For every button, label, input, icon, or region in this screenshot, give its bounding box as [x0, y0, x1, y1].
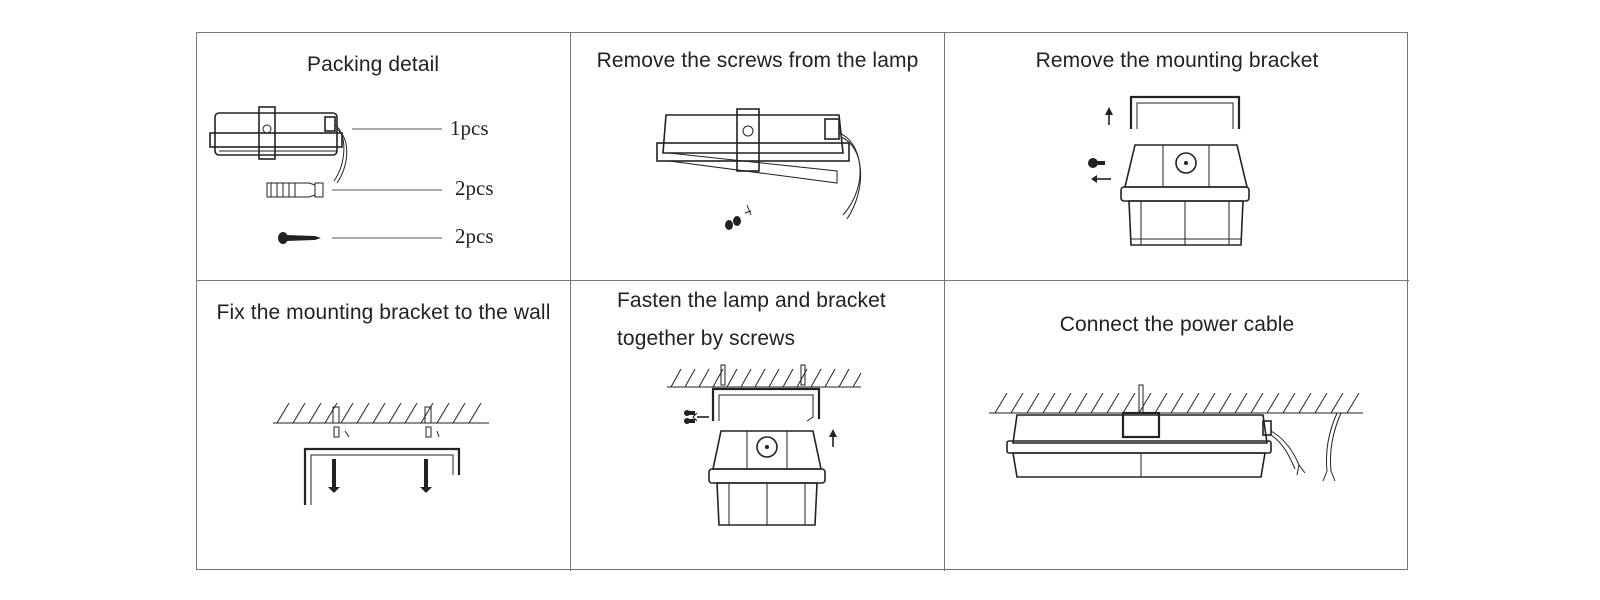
lamp-icon	[209, 106, 348, 184]
screw-icon	[1088, 158, 1105, 168]
connect-cable-illustration	[989, 384, 1363, 482]
screw-icon	[328, 459, 432, 493]
power-cable-icon	[1270, 412, 1342, 482]
fasten-lamp-illustration	[667, 364, 862, 526]
remove-bracket-illustration	[1088, 95, 1250, 246]
bracket-icon	[711, 387, 821, 422]
bracket-icon	[303, 447, 461, 505]
wall-hatch-icon	[667, 368, 862, 388]
bracket-icon	[1129, 95, 1241, 129]
packing-illustration	[209, 106, 442, 244]
lamp-end-icon	[708, 430, 826, 526]
wall-hatch-icon	[273, 402, 489, 424]
panel-title-line2: together by screws	[617, 327, 796, 350]
lamp-icon	[656, 108, 862, 220]
qty-screw: 2pcs	[455, 224, 494, 248]
panel-fasten-lamp: Fasten the lamp and bracket together by …	[571, 281, 945, 571]
anchor-icon	[332, 406, 440, 438]
panel-connect-cable: Connect the power cable	[945, 281, 1409, 571]
screw-icon	[278, 232, 321, 244]
arrow-left-icon	[1091, 175, 1111, 183]
qty-lamp: 1pcs	[450, 116, 489, 140]
remove-screws-illustration	[656, 108, 862, 230]
fix-bracket-illustration	[273, 402, 489, 505]
screws-icon	[725, 204, 752, 230]
panel-title: Packing detail	[307, 53, 440, 76]
panel-title: Remove the screws from the lamp	[596, 49, 919, 72]
instruction-grid: Packing detail	[196, 32, 1409, 571]
panel-title: Remove the mounting bracket	[1035, 49, 1319, 72]
panel-packing-detail: Packing detail	[197, 33, 571, 281]
arrow-up-icon	[1105, 107, 1113, 125]
anchor-icon	[720, 364, 806, 386]
screw-icon	[684, 410, 709, 424]
lamp-icon	[1006, 411, 1272, 478]
lamp-end-icon	[1120, 144, 1250, 246]
wall-hatch-icon	[989, 384, 1363, 414]
panel-title: Fix the mounting bracket to the wall	[216, 301, 551, 324]
wall-anchor-icon	[266, 182, 324, 198]
panel-remove-screws: Remove the screws from the lamp	[571, 33, 945, 281]
arrow-up-icon	[829, 429, 837, 447]
panel-remove-bracket: Remove the mounting bracket	[945, 33, 1409, 281]
panel-title-line1: Fasten the lamp and bracket	[617, 289, 886, 312]
panel-title: Connect the power cable	[1059, 313, 1295, 336]
panel-fix-bracket: Fix the mounting bracket to the wall	[197, 281, 571, 571]
qty-anchor: 2pcs	[455, 176, 494, 200]
